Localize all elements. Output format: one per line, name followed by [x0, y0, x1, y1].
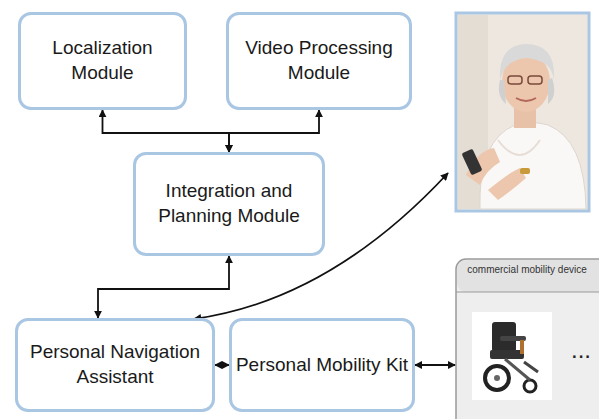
connector-arrow [415, 364, 455, 366]
module-box: Personal Mobility Kit [229, 318, 415, 412]
module-label: Personal Mobility Kit [236, 353, 408, 378]
connector-arrow [215, 364, 229, 366]
connector-arrow [229, 110, 319, 152]
module-box: Integration and Planning Module [133, 152, 325, 256]
module-box: Personal Navigation Assistant [15, 318, 215, 412]
module-box: Video Processing Module [226, 12, 412, 110]
device-panel [456, 259, 599, 419]
more-devices-mark: ... [571, 336, 591, 364]
wheelchair-picture [472, 312, 552, 400]
connector-arrow [103, 110, 230, 152]
module-box: Localization Module [18, 12, 187, 110]
module-label: Integration and Planning Module [136, 179, 322, 228]
panel-heading: commercial mobility device [458, 264, 596, 276]
module-label: Localization Module [21, 36, 184, 85]
module-label: Personal Navigation Assistant [18, 340, 212, 389]
module-label: Video Processing Module [229, 36, 409, 85]
user-photo [456, 13, 589, 211]
connector-arrow [98, 256, 229, 318]
